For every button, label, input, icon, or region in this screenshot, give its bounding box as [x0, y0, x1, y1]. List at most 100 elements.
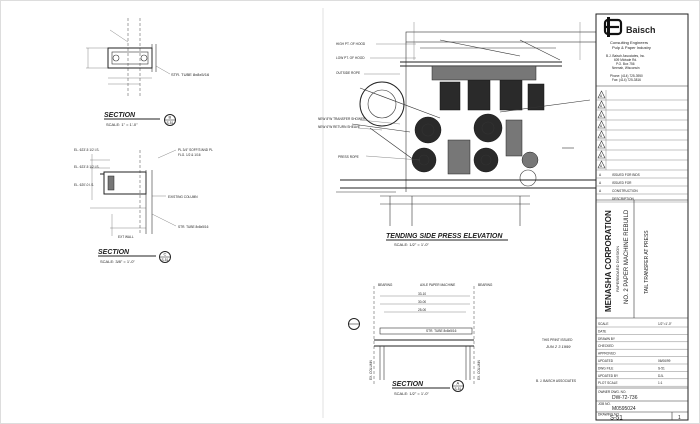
- revision-triangle-icon: [597, 160, 606, 169]
- info-row-label: APPROVED: [598, 352, 616, 356]
- sheet-title: TAIL TRANSFER AT PRESS: [644, 230, 650, 294]
- section-a-sheet: S-51: [455, 387, 462, 391]
- elev-outside-rope: OUTSIDE ROPE: [336, 71, 360, 75]
- section-b-tube-callout: STR. TUBE 8x8x5/16: [171, 72, 210, 77]
- revision-note-text: DESCRIPTION: [612, 197, 634, 201]
- info-row: CHECKED: [596, 344, 688, 350]
- revision-note-text: ISSUED FOR BIDS: [612, 173, 640, 177]
- section-b-mark: B: [169, 115, 172, 120]
- section-c-detail: EL. 623'-5 1/2 I.S. EL. 623'-5 1/2 I.S. …: [74, 148, 213, 264]
- section-c-title: SECTION: [98, 249, 130, 256]
- firm-address-1: B.J. Baisch Associates, Inc.: [606, 54, 645, 58]
- stamp-line-1: THIS PRINT ISSUED: [542, 338, 573, 342]
- info-row-label: SCALE: [598, 322, 608, 326]
- revision-letter: A: [600, 94, 603, 98]
- section-c-wall: EXT WALL: [118, 235, 134, 239]
- firm-address-4: Neenah, Wisconsin: [612, 66, 640, 70]
- section-a-detail: BEARING AXLE PAPER MACHINE BEARING 33-10…: [348, 283, 493, 396]
- section-b-sheet: S-51: [167, 121, 174, 125]
- title-block: Baisch Consulting Engineers Pulp & Paper…: [595, 13, 689, 422]
- revision-row: A: [596, 140, 688, 151]
- section-a-dim-2: 30-00: [418, 300, 426, 304]
- revision-letter: A: [600, 104, 603, 108]
- info-row-value: 1:1: [658, 381, 663, 385]
- firm-name: Baisch: [626, 25, 656, 35]
- section-c-plate-callout: PL 3/4" SOFFIT/AND PL: [178, 148, 213, 152]
- info-row-label: DRAWN BY: [598, 337, 616, 341]
- firm-tagline-1: Consulting Engineers: [610, 40, 648, 45]
- info-row-label: CHECKED: [598, 344, 614, 348]
- section-a-column-left: EX. COLUMN: [369, 359, 373, 380]
- revision-row: A: [596, 130, 688, 141]
- info-row: DATE: [596, 329, 688, 335]
- section-c-el3: EL. 620'-0 I.S.: [74, 183, 94, 187]
- elev-press-rope: PRESS ROPE: [338, 155, 359, 159]
- owner-dwg-no: DW-72-736: [612, 395, 638, 401]
- info-row: DRAWN BY: [596, 337, 688, 342]
- info-row-label: UPDATED: [598, 359, 614, 363]
- client-name: MENASHA CORPORATION: [604, 210, 613, 312]
- revision-letter: A: [600, 164, 603, 168]
- section-c-mark: C: [164, 252, 167, 257]
- revision-row: A: [596, 90, 688, 101]
- section-c-el2: EL. 623'-5 1/2 I.S.: [74, 165, 100, 169]
- revision-note-text: ISSUED FOR: [612, 181, 632, 185]
- info-row-label: PLOT SCALE: [598, 381, 618, 385]
- revision-letter: A: [600, 154, 603, 158]
- firm-phone: Phone: (414) 725-3950: [610, 74, 643, 78]
- info-row: APPROVED: [596, 352, 688, 357]
- info-row-value: S-51: [658, 366, 665, 370]
- press-elevation: HIGH PT. OF HOOD LOW PT. OF HOOD OUTSIDE…: [318, 22, 597, 247]
- revision-note: DESCRIPTION: [596, 197, 688, 203]
- revision-letter: A: [600, 144, 603, 148]
- drawing-no-label: DRAWING NO.: [598, 413, 620, 417]
- firm-address-2: 609 Midvale Rd.: [614, 58, 637, 62]
- revision-triangle-icon: [597, 150, 606, 159]
- firm-fax: Fax: (414) 725-3816: [612, 78, 641, 82]
- baisch-logo: [603, 17, 623, 37]
- elevation-scale: SCALE: 1/2" = 1'-0": [394, 242, 429, 247]
- section-a-dim-3: 25-00: [418, 308, 426, 312]
- project-name: NO. 2 PAPER MACHINE REBUILD: [624, 209, 630, 304]
- info-row-value: 1/2"=1'-0": [658, 322, 672, 326]
- revision-row: A: [596, 150, 688, 161]
- drawing-rev: 1: [678, 415, 681, 421]
- revision-note: A ISSUED FOR: [596, 181, 688, 187]
- revision-note-mark: A: [599, 181, 602, 185]
- revision-row: A: [596, 160, 688, 171]
- revision-note: A ISSUED FOR BIDS: [596, 173, 688, 179]
- revision-triangle-icon: [597, 130, 606, 139]
- section-c-tube-callout: STR. TUBE 8x8x5/16: [178, 225, 209, 229]
- section-a-bearing-left: BEARING: [378, 283, 393, 287]
- section-b-detail: STR. TUBE 8x8x5/16 SECTION SCALE: 1" = 1…: [86, 18, 210, 127]
- section-a-mark: A: [457, 381, 460, 386]
- section-c-sheet: S-51: [162, 258, 169, 262]
- revision-note-mark: A: [599, 173, 602, 177]
- revision-triangle-icon: [597, 140, 606, 149]
- section-b-scale: SCALE: 1" = 1'-0": [106, 122, 138, 127]
- info-row-value: 06/06/99: [658, 359, 671, 363]
- revision-letter: A: [600, 114, 603, 118]
- owner-dwg-label: OWNER DWG. NO.: [598, 390, 626, 394]
- revision-letter: A: [600, 124, 603, 128]
- elev-return-sheave: NEW 6"W RETURN SHEAVE: [318, 125, 360, 129]
- revision-row: A: [596, 110, 688, 121]
- section-a-scale: SCALE: 1/2" = 1'-0": [394, 391, 429, 396]
- section-c-el1: EL. 623'-5 1/2 I.S.: [74, 148, 100, 152]
- info-row-value: DJL: [658, 374, 664, 378]
- elev-hood-high: HIGH PT. OF HOOD: [336, 42, 366, 46]
- section-a-tube-callout: STR. TUBE 8x8x5/16: [426, 329, 457, 333]
- section-c-existing: EXISTING COLUMN: [168, 195, 198, 199]
- drawing-no: S-51: [610, 416, 623, 422]
- elev-transfer-shower: NEW 8"W TRANSFER SHOWER: [318, 117, 366, 121]
- elevation-title: TENDING SIDE PRESS ELEVATION: [386, 233, 503, 240]
- section-b-title: SECTION: [104, 112, 136, 119]
- issued-stamp: THIS PRINT ISSUED JUN 2 3 1999 B. J. BAI…: [536, 338, 576, 383]
- info-row: UPDATED 06/06/99: [596, 359, 688, 365]
- stamp-line-2: JUN 2 3 1999: [545, 344, 571, 349]
- revision-note-mark: A: [599, 189, 602, 193]
- revision-letter: A: [600, 134, 603, 138]
